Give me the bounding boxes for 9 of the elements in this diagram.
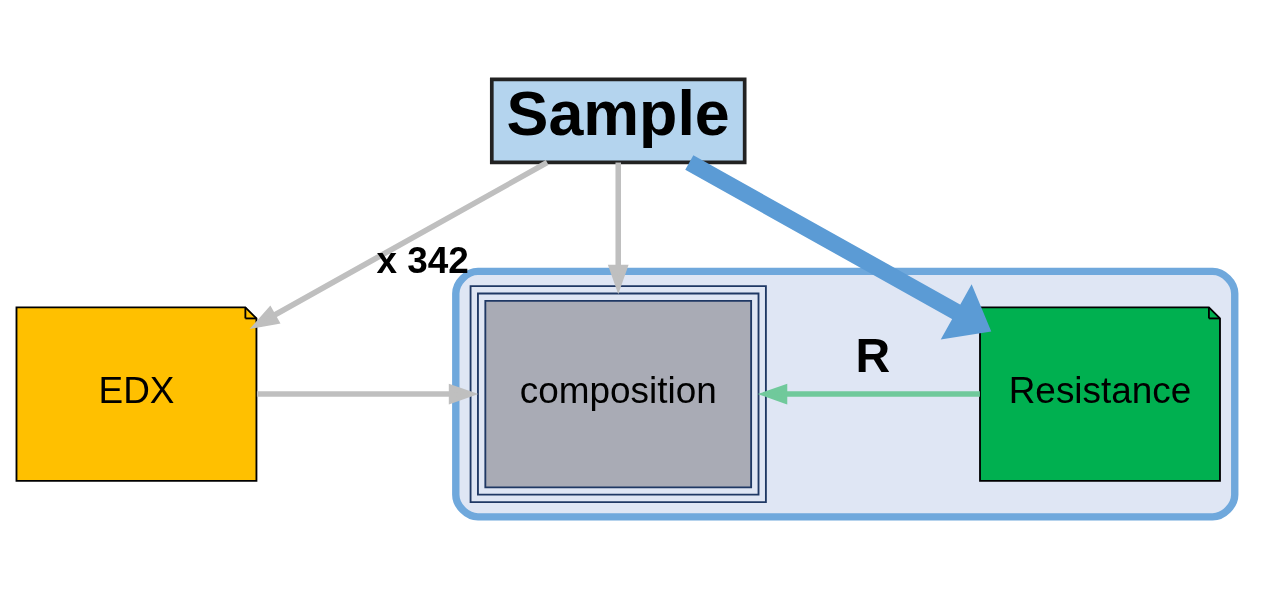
edge-label: R	[855, 328, 891, 382]
arrow	[249, 160, 549, 329]
node-box: composition	[469, 285, 767, 503]
arrow	[607, 162, 629, 295]
node-label: x 342	[376, 240, 469, 282]
arrow	[256, 383, 479, 405]
arrow	[685, 155, 992, 340]
arrow	[757, 383, 980, 405]
node-box: Sample	[489, 77, 747, 165]
